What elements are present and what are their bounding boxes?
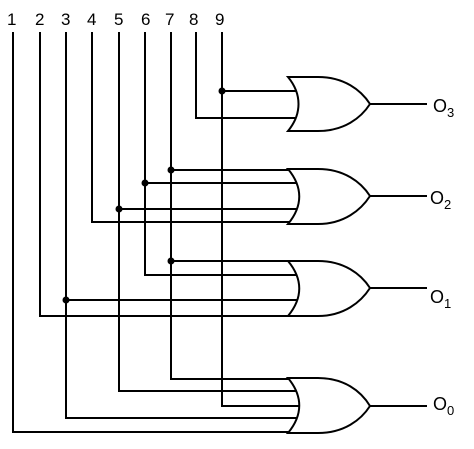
input-label-2: 2 <box>35 10 44 29</box>
output-labels: O3 O2 O1 O0 <box>430 96 454 418</box>
input-label-5: 5 <box>114 10 123 29</box>
wire-input-1 <box>12 32 302 433</box>
junction-dots <box>62 87 226 304</box>
wire-input-8 <box>195 32 302 119</box>
input-label-8: 8 <box>189 10 198 29</box>
or-gate-o1 <box>285 260 372 317</box>
wire-input-5 <box>118 32 302 392</box>
input-label-9: 9 <box>215 10 224 29</box>
input-labels: 1 2 3 4 5 6 7 8 9 <box>7 10 224 29</box>
or-gates <box>285 76 372 434</box>
wire-input-2 <box>39 32 302 317</box>
input-label-6: 6 <box>141 10 150 29</box>
output-label-o0: O0 <box>433 394 454 418</box>
output-label-o2: O2 <box>430 188 451 212</box>
or-gate-o3 <box>285 76 372 132</box>
output-wires <box>370 103 427 407</box>
input-label-7: 7 <box>165 10 174 29</box>
or-gate-o0 <box>285 377 372 434</box>
wire-input-9 <box>221 32 302 407</box>
input-label-3: 3 <box>61 10 70 29</box>
input-label-1: 1 <box>7 10 16 29</box>
input-wires <box>12 32 302 433</box>
junction-dot <box>167 166 175 174</box>
junction-dot <box>62 296 70 304</box>
output-label-o1: O1 <box>430 287 451 311</box>
output-label-o3: O3 <box>433 96 454 120</box>
junction-dot <box>218 87 226 95</box>
junction-dot <box>167 257 175 265</box>
wire-input-3 <box>65 32 302 419</box>
input-label-4: 4 <box>87 10 96 29</box>
junction-dot <box>115 205 123 213</box>
or-gate-o2 <box>285 168 372 225</box>
wire-input-6 <box>144 32 302 276</box>
wire-input-7 <box>170 32 302 380</box>
junction-dot <box>141 179 149 187</box>
wire-input-4 <box>91 32 302 223</box>
